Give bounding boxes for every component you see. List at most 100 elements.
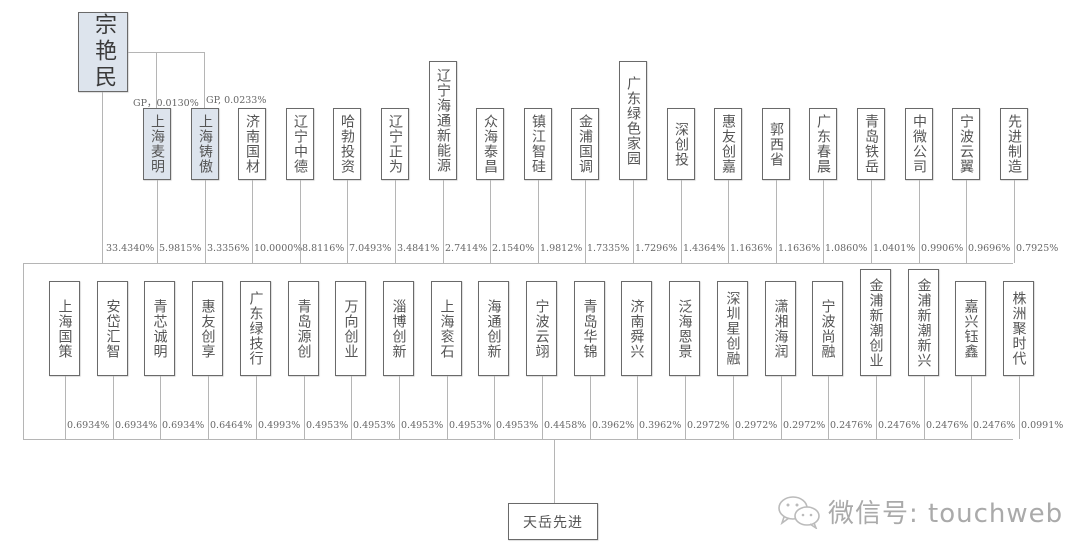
shareholder-box[interactable]: 青岛铁岳 (857, 108, 885, 180)
shareholder-box[interactable]: 金浦国调 (571, 108, 599, 180)
connector-line (252, 180, 253, 263)
entity-name: 金浦国调 (577, 114, 593, 174)
connector-line (733, 376, 734, 439)
entity-name: 上海衮石 (438, 298, 455, 359)
shareholding-percent: 3.4841% (397, 243, 440, 254)
shareholder-box[interactable]: 株洲聚时代 (1003, 281, 1034, 376)
entity-name: 中微公司 (911, 114, 927, 174)
shareholder-box[interactable]: 青岛源创 (288, 281, 319, 376)
connector-line (300, 180, 301, 263)
shareholding-percent: 0.2476% (830, 420, 873, 431)
entity-name: 先进制造 (1006, 114, 1022, 174)
shareholding-percent: 0.4458% (544, 420, 587, 431)
shareholder-box[interactable]: 泛海恩景 (669, 281, 700, 376)
shareholding-percent: 1.9812% (540, 243, 583, 254)
wechat-icon (778, 495, 820, 529)
shareholding-percent: 1.1636% (778, 243, 821, 254)
shareholder-box[interactable]: 金浦新潮新兴 (908, 269, 939, 376)
shareholder-box[interactable]: 济南国材 (238, 108, 266, 180)
shareholding-percent: 2.1540% (492, 243, 535, 254)
shareholding-percent: 0.2972% (687, 420, 730, 431)
shareholder-box[interactable]: 辽宁中德 (286, 108, 314, 180)
shareholder-box[interactable]: 宁波云翼 (952, 108, 980, 180)
shareholding-percent: 0.4953% (449, 420, 492, 431)
shareholder-box[interactable]: 中微公司 (905, 108, 933, 180)
shareholder-box[interactable]: 万向创业 (335, 281, 366, 376)
shareholder-box[interactable]: 先进制造 (1000, 108, 1028, 180)
shareholder-box[interactable]: 辽宁海通新能源 (429, 61, 457, 180)
entity-name: 株洲聚时代 (1010, 291, 1027, 366)
shareholder-box[interactable]: 郭西省 (762, 108, 790, 180)
shareholder-box[interactable]: 潇湘海润 (765, 281, 796, 376)
entity-name: 宁波尚融 (819, 298, 836, 359)
shareholder-box[interactable]: 上海铸傲 (191, 108, 219, 180)
connector-line (728, 180, 729, 263)
shareholder-box[interactable]: 宁波云翊 (526, 281, 557, 376)
entity-name: 惠友创嘉 (720, 114, 736, 174)
shareholding-percent: 8.8116% (302, 243, 345, 254)
entity-name: 辽宁中德 (292, 114, 308, 174)
shareholder-box[interactable]: 广东绿色家园 (619, 61, 647, 180)
connector-line (966, 180, 967, 263)
shareholder-box[interactable]: 深创投 (667, 108, 695, 180)
shareholding-percent: 10.0000% (254, 243, 303, 254)
shareholder-box[interactable]: 上海国策 (49, 281, 80, 376)
connector-line (256, 376, 257, 439)
connector-line (538, 180, 539, 263)
entity-name: 海通创新 (485, 298, 502, 359)
shareholder-box[interactable]: 嘉兴钰鑫 (955, 281, 986, 376)
shareholder-box[interactable]: 广东绿技行 (240, 281, 271, 376)
shareholder-box[interactable]: 众海泰昌 (476, 108, 504, 180)
connector-line (204, 52, 205, 108)
target-company-name: 天岳先进 (523, 514, 583, 531)
shareholder-box[interactable]: 安岱汇智 (97, 281, 128, 376)
entity-name: 宁波云翊 (533, 298, 550, 359)
shareholding-percent: 0.7925% (1016, 243, 1059, 254)
entity-name: 青岛源创 (295, 298, 312, 359)
entity-name: 广东绿色家园 (625, 75, 641, 166)
target-company-box[interactable]: 天岳先进 (508, 503, 598, 540)
shareholding-percent: 0.2476% (973, 420, 1016, 431)
shareholding-percent: 0.6934% (67, 420, 110, 431)
connector-line (23, 263, 24, 439)
shareholder-box[interactable]: 辽宁正为 (381, 108, 409, 180)
connector-line (876, 376, 877, 439)
shareholder-box[interactable]: 宁波尚融 (812, 281, 843, 376)
connector-line (447, 376, 448, 439)
shareholder-box[interactable]: 镇江智硅 (524, 108, 552, 180)
shareholding-percent: 33.4340% (106, 243, 155, 254)
entity-name: 嘉兴钰鑫 (962, 298, 979, 359)
shareholder-box[interactable]: 淄博创新 (383, 281, 414, 376)
shareholding-percent: 0.4953% (401, 420, 444, 431)
connector-line (823, 180, 824, 263)
shareholding-percent: 7.0493% (349, 243, 392, 254)
shareholder-box[interactable]: 深圳星创融 (717, 281, 748, 376)
connector-line (681, 180, 682, 263)
shareholder-box[interactable]: 上海麦明 (143, 108, 171, 180)
shareholder-box[interactable]: 惠友创享 (192, 281, 223, 376)
shareholder-box[interactable]: 哈勃投资 (333, 108, 361, 180)
entity-name: 深圳星创融 (724, 291, 741, 366)
entity-name: 广东春晨 (815, 114, 831, 174)
shareholding-percent: 0.0991% (1021, 420, 1064, 431)
root-shareholder-box[interactable]: 宗艳民 (78, 12, 128, 92)
entity-name: 潇湘海润 (772, 298, 789, 359)
shareholder-box[interactable]: 金浦新潮创业 (860, 269, 891, 376)
connector-line (633, 180, 634, 263)
shareholder-box[interactable]: 青芯诚明 (144, 281, 175, 376)
shareholder-box[interactable]: 济南舜兴 (621, 281, 652, 376)
shareholder-box[interactable]: 海通创新 (478, 281, 509, 376)
connector-line (919, 180, 920, 263)
shareholding-percent: 0.9696% (968, 243, 1011, 254)
shareholding-percent: 1.0401% (873, 243, 916, 254)
shareholder-box[interactable]: 上海衮石 (431, 281, 462, 376)
entity-name: 淄博创新 (390, 298, 407, 359)
entity-name: 惠友创享 (199, 298, 216, 359)
shareholder-box[interactable]: 广东春晨 (809, 108, 837, 180)
entity-name: 哈勃投资 (339, 114, 355, 174)
shareholder-box[interactable]: 青岛华锦 (574, 281, 605, 376)
connector-line (157, 180, 158, 263)
gp-label: GP，0.0130% (133, 98, 199, 109)
shareholder-box[interactable]: 惠友创嘉 (714, 108, 742, 180)
entity-name: 深创投 (673, 121, 689, 167)
